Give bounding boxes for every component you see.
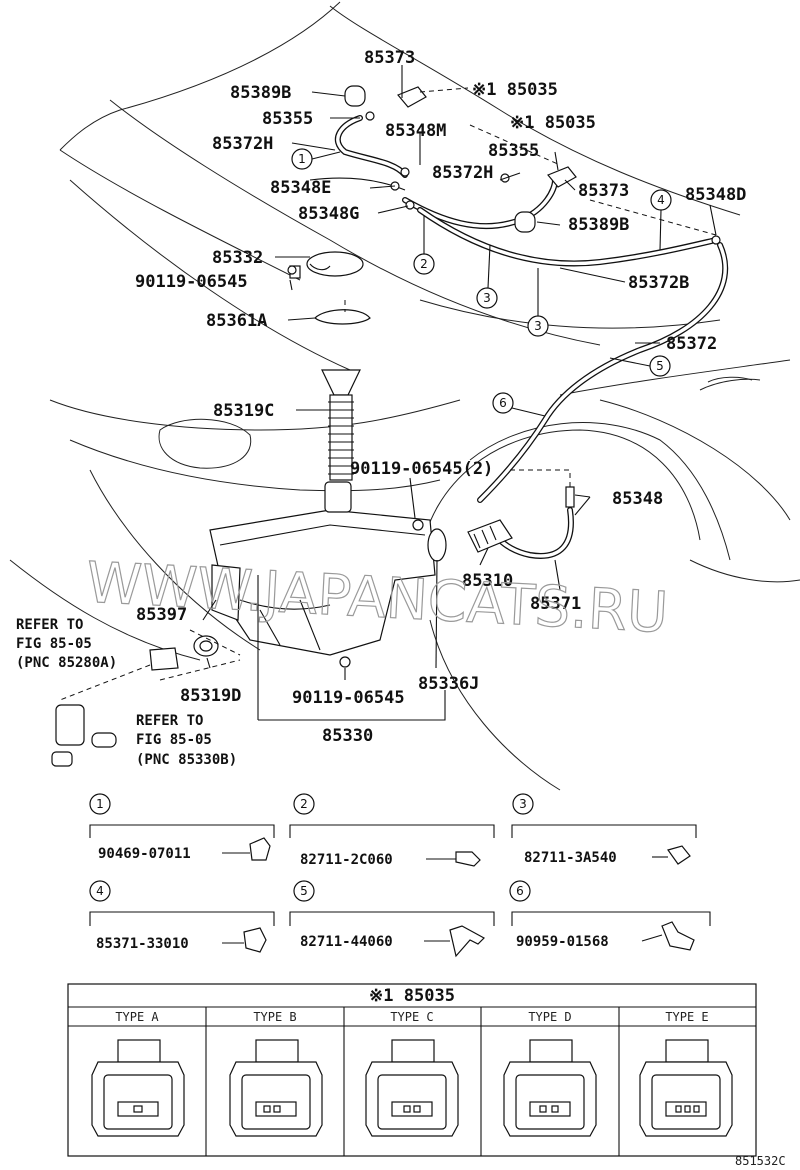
label-85389B-top: 85389B: [230, 83, 291, 103]
clip-item-5: 5 82711-44060: [289, 880, 495, 958]
clip-item-2: 2 82711-2C060: [289, 793, 495, 868]
clip-item-4: 4 85371-33010: [89, 880, 275, 953]
callout-6: 6: [492, 392, 546, 417]
label-85348E: 85348E: [270, 178, 331, 198]
label-85372B: 85372B: [628, 273, 689, 293]
vehicle-body-outline: [9, 1, 800, 791]
type-b-header: TYPE B: [253, 1010, 296, 1024]
label-90119-06545-a: 90119-06545: [135, 272, 248, 292]
svg-text:85371-33010: 85371-33010: [96, 936, 189, 952]
connector-type-b: [229, 1039, 323, 1137]
label-85332: 85332: [212, 248, 263, 268]
part-shapes: [51, 85, 721, 767]
refer1-line2: FIG 85-05: [16, 636, 92, 652]
label-85348: 85348: [612, 489, 663, 509]
clip-item-1: 1 90469-07011: [89, 793, 275, 862]
svg-text:82711-2C060: 82711-2C060: [300, 852, 393, 868]
refer2-line2: FIG 85-05: [136, 732, 212, 748]
filler-bellows: [328, 394, 354, 481]
svg-text:90469-07011: 90469-07011: [98, 846, 191, 862]
refer1-line3: (PNC 85280A): [16, 655, 117, 671]
svg-text:1: 1: [298, 152, 306, 166]
svg-text:90959-01568: 90959-01568: [516, 934, 609, 950]
svg-text:5: 5: [656, 359, 664, 373]
label-85355-a: 85355: [262, 109, 313, 129]
refer2-line3: (PNC 85330B): [136, 752, 237, 768]
label-85373-top: 85373: [364, 48, 415, 68]
label-85310: 85310: [462, 571, 513, 591]
label-85372: 85372: [666, 334, 717, 354]
label-90119-06545-b: 90119-06545: [292, 688, 405, 708]
table-title: ※1 85035: [369, 986, 455, 1006]
label-85035-a: ※1 85035: [472, 80, 558, 100]
diagram-callouts: 1 2 3 3 4 5 6: [291, 148, 672, 417]
label-85348G: 85348G: [298, 204, 359, 224]
type-d-header: TYPE D: [528, 1010, 571, 1024]
svg-text:2: 2: [420, 257, 428, 271]
label-85319C: 85319C: [213, 401, 274, 421]
type-table: ※1 85035 TYPE A TYPE B TYPE C TYPE D TYP…: [67, 983, 757, 1157]
svg-text:5: 5: [300, 884, 308, 898]
refer-notes: REFER TO FIG 85-05 (PNC 85280A) REFER TO…: [16, 617, 237, 768]
svg-text:4: 4: [657, 193, 665, 207]
svg-text:2: 2: [300, 797, 308, 811]
leader-lines: [59, 65, 717, 721]
clip-legend: 1 90469-07011 2 82711-2C060 3 82711-3A54…: [89, 793, 711, 958]
connector-type-c: [365, 1039, 459, 1137]
label-85336J: 85336J: [418, 674, 479, 694]
label-85372H-a: 85372H: [212, 134, 273, 154]
clip-item-6: 6 90959-01568: [509, 880, 711, 951]
svg-text:82711-3A540: 82711-3A540: [524, 850, 617, 866]
type-c-header: TYPE C: [390, 1010, 433, 1024]
svg-text:82711-44060: 82711-44060: [300, 934, 393, 950]
label-85355-b: 85355: [488, 141, 539, 161]
label-90119-06545-2: 90119-06545(2): [350, 459, 493, 479]
svg-text:3: 3: [483, 291, 491, 305]
label-85373-b: 85373: [578, 181, 629, 201]
callout-4: 4: [650, 189, 672, 251]
connector-type-a: [91, 1039, 185, 1137]
callout-3a: 3: [476, 244, 498, 309]
callout-1: 1: [291, 148, 341, 170]
label-85389B-b: 85389B: [568, 215, 629, 235]
label-85348M: 85348M: [385, 121, 446, 141]
figure-code: 851532C: [735, 1154, 786, 1168]
svg-text:3: 3: [534, 319, 542, 333]
label-85397: 85397: [136, 605, 187, 625]
svg-text:6: 6: [499, 396, 507, 410]
refer1-line1: REFER TO: [16, 617, 83, 633]
connector-type-d: [503, 1039, 597, 1137]
type-e-header: TYPE E: [665, 1010, 708, 1024]
label-85330: 85330: [322, 726, 373, 746]
svg-text:1: 1: [96, 797, 104, 811]
callout-5: 5: [609, 355, 671, 377]
refer2-line1: REFER TO: [136, 713, 203, 729]
clip-item-3: 3 82711-3A540: [511, 793, 697, 866]
label-85348D: 85348D: [685, 185, 746, 205]
type-a-header: TYPE A: [115, 1010, 159, 1024]
svg-text:4: 4: [96, 884, 104, 898]
label-85035-b: ※1 85035: [510, 113, 596, 133]
svg-text:6: 6: [516, 884, 524, 898]
part-labels: 85373 85389B ※1 85035 85355 ※1 85035 853…: [135, 48, 746, 746]
connector-type-e: [639, 1039, 733, 1137]
label-85372H-b: 85372H: [432, 163, 493, 183]
svg-text:3: 3: [519, 797, 527, 811]
washer-hoses: [309, 115, 729, 559]
label-85319D: 85319D: [180, 686, 241, 706]
callout-2: 2: [413, 215, 435, 275]
label-85361A: 85361A: [206, 311, 267, 331]
label-85371: 85371: [530, 594, 581, 614]
callout-3b: 3: [527, 268, 549, 337]
